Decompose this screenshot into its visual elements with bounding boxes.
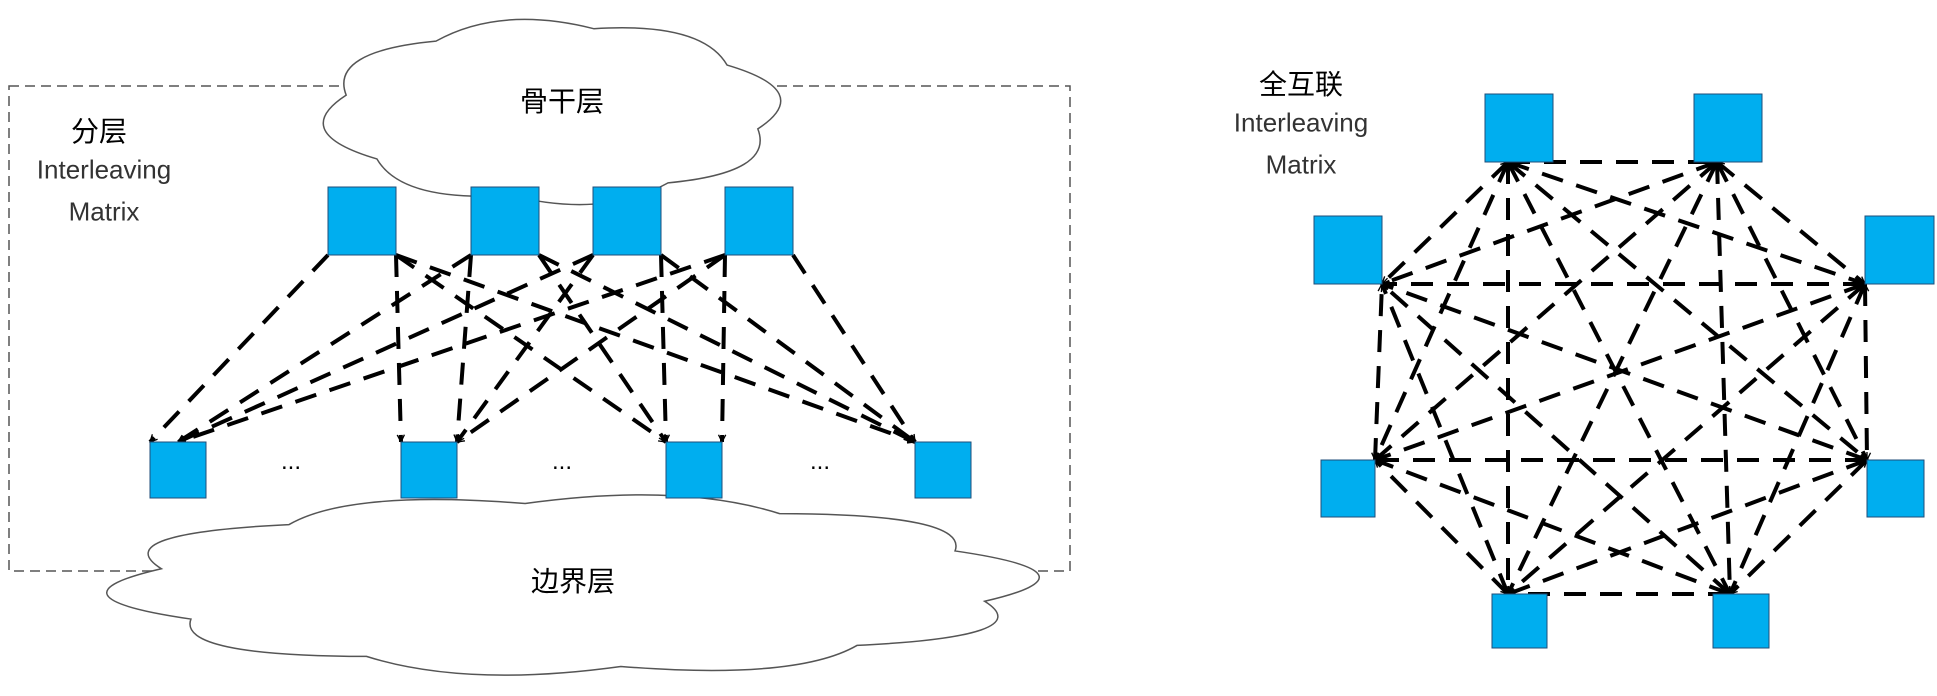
uplink-edge-4-2 <box>457 253 727 444</box>
mesh-node-3 <box>1864 215 1935 285</box>
uplink-edge-1-2 <box>394 254 401 442</box>
uplink-edge-3-3 <box>659 254 666 442</box>
edge-cloud <box>106 494 1040 676</box>
hierarchical-title: 分层 <box>70 115 128 148</box>
mesh-edge-2-5 <box>1717 162 1730 594</box>
mesh-node-2 <box>1693 93 1763 163</box>
mesh-edge-6-7 <box>1373 458 1510 596</box>
edge-node-1 <box>149 441 207 499</box>
backbone-node-2 <box>470 186 540 256</box>
uplink-edge-2-3 <box>537 253 668 442</box>
backbone-node-3 <box>592 186 662 256</box>
backbone-node-4 <box>724 186 794 256</box>
mesh-edge-2-8 <box>1382 160 1717 286</box>
mesh-node-1 <box>1484 93 1554 163</box>
mesh-edge-3-4 <box>1865 284 1867 460</box>
uplink-edge-2-2 <box>457 254 473 442</box>
mesh-node-8 <box>1313 215 1383 285</box>
mesh-node-7 <box>1320 459 1376 518</box>
mesh-node-5 <box>1712 593 1770 649</box>
mesh-edge-2-7 <box>1373 160 1719 462</box>
ellipsis-1: ... <box>280 448 302 475</box>
edge-node-2 <box>400 441 458 499</box>
ellipsis-2: ... <box>551 448 573 475</box>
mesh-edge-1-8 <box>1380 160 1510 286</box>
mesh-node-4 <box>1866 459 1925 518</box>
uplink-edge-3-2 <box>455 253 595 442</box>
edge-node-4 <box>914 441 972 499</box>
mesh-edge-2-3 <box>1715 160 1867 286</box>
edge-node-3 <box>665 441 723 499</box>
mesh-edge-4-5 <box>1728 458 1869 596</box>
edge-layer-label: 边界层 <box>530 565 616 598</box>
uplink-edge-4-3 <box>722 254 727 442</box>
uplink-edge-4-4 <box>791 253 917 442</box>
mesh-edge-7-8 <box>1375 284 1382 460</box>
mesh-edge-5-8 <box>1380 282 1732 596</box>
uplink-edge-3-1 <box>178 253 594 444</box>
mesh-edge-4-6 <box>1508 458 1867 596</box>
mesh-edge-3-6 <box>1506 282 1867 596</box>
full-mesh-subtitle-1: Interleaving <box>1233 107 1369 138</box>
full-mesh-title: 全互联 <box>1258 68 1344 101</box>
uplink-edge-3-4 <box>659 253 915 444</box>
backbone-layer-label: 骨干层 <box>519 85 605 118</box>
mesh-node-6 <box>1491 593 1548 649</box>
backbone-node-1 <box>327 186 397 256</box>
uplink-edge-4-1 <box>178 253 726 444</box>
ellipsis-3: ... <box>809 448 831 475</box>
uplink-edge-2-1 <box>178 253 473 444</box>
uplink-edge-1-4 <box>395 253 915 444</box>
uplink-edge-1-3 <box>394 253 666 444</box>
uplink-edge-1-1 <box>148 253 330 444</box>
mesh-edge-1-4 <box>1506 160 1869 462</box>
mesh-edge-6-8 <box>1380 284 1510 594</box>
mesh-edge-2-4 <box>1715 162 1869 460</box>
hierarchical-subtitle-1: Interleaving <box>36 154 172 185</box>
uplink-edge-2-4 <box>538 253 915 444</box>
full-mesh-subtitle-2: Matrix <box>1265 149 1337 180</box>
mesh-edge-5-7 <box>1375 458 1730 596</box>
hierarchical-subtitle-2: Matrix <box>68 196 140 227</box>
